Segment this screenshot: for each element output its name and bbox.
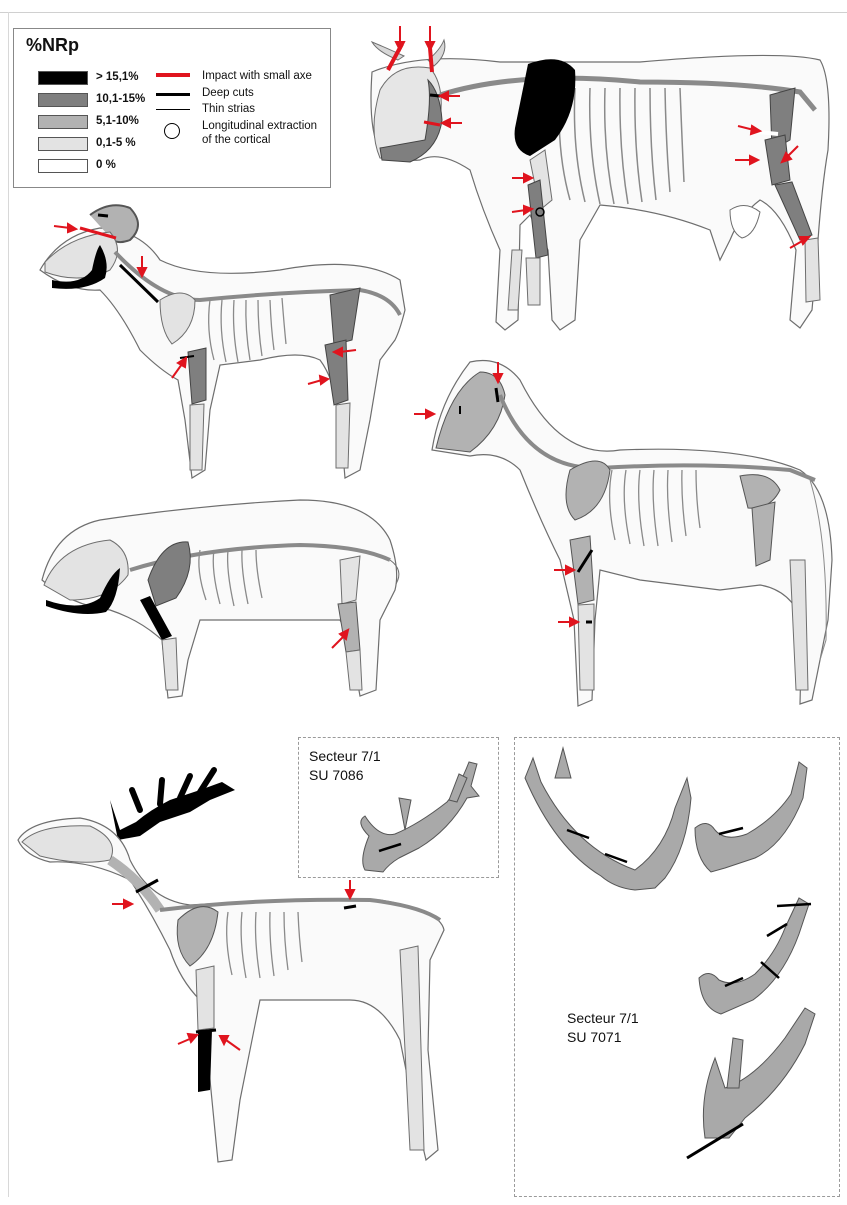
antler-su7086 [299, 738, 500, 879]
antlers-su7071 [515, 738, 841, 1198]
deer-front-upper [196, 966, 214, 1030]
antler-d [703, 1008, 815, 1138]
antler-c [699, 898, 809, 1014]
deer-antlers [110, 782, 235, 840]
deer-radius [198, 1030, 212, 1092]
antler-a [525, 758, 691, 890]
deer-cut-2 [196, 1030, 216, 1032]
antler-a-tine [555, 748, 571, 778]
antler-b [695, 762, 807, 872]
deer-cut-3 [344, 906, 356, 908]
deer-neck [110, 860, 160, 910]
